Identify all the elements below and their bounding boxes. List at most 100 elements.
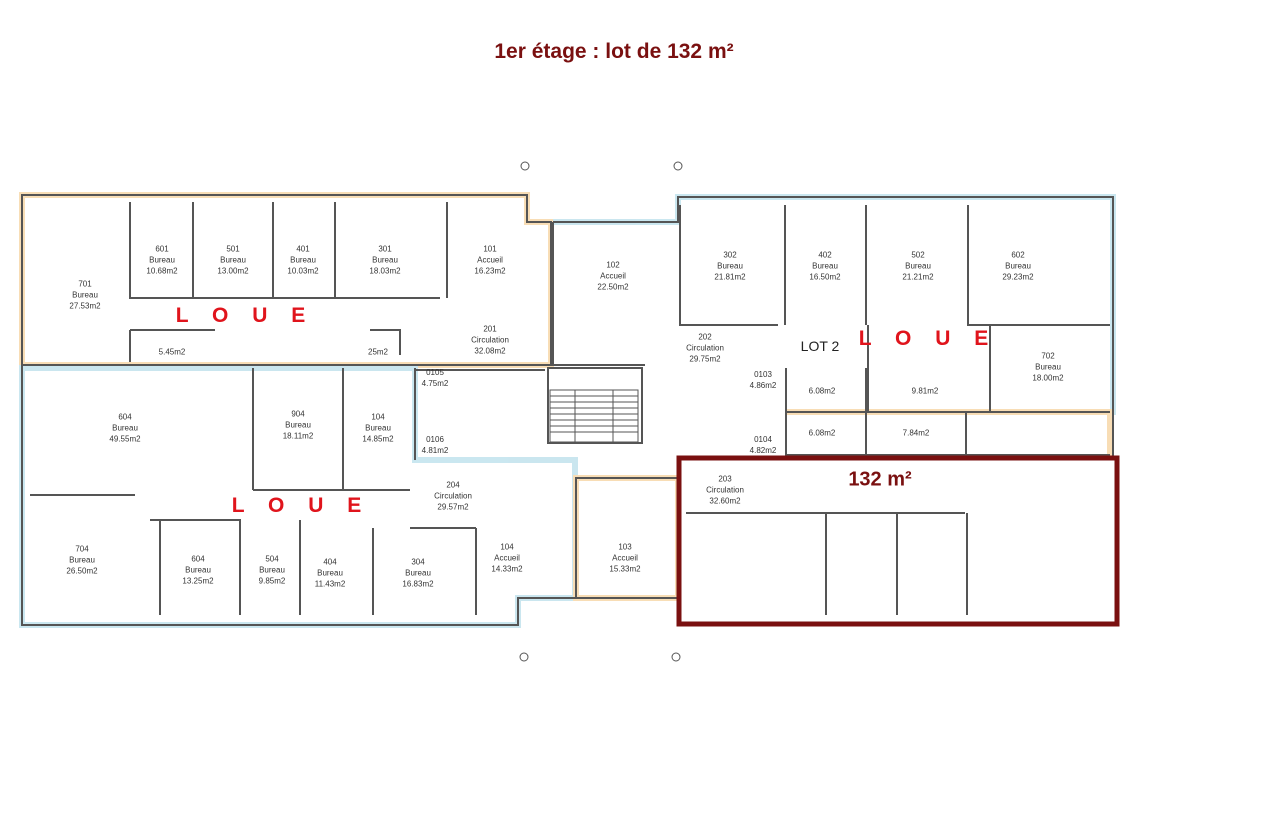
plan-title: 1er étage : lot de 132 m² bbox=[494, 40, 734, 63]
room-area: 32.08m2 bbox=[474, 346, 506, 356]
room-num: 302 bbox=[723, 250, 737, 260]
room-num: 502 bbox=[911, 250, 925, 260]
room-area: 9.81m2 bbox=[911, 386, 939, 396]
room-type: Accueil bbox=[494, 553, 520, 563]
room-area: 27.53m2 bbox=[69, 301, 101, 311]
room-area: 10.03m2 bbox=[287, 266, 319, 276]
room-num: 0103 bbox=[754, 370, 772, 379]
room-area: 29.57m2 bbox=[437, 502, 469, 512]
room-num: 904 bbox=[291, 409, 305, 419]
room-type: Bureau bbox=[112, 423, 138, 433]
room-area: 4.81m2 bbox=[421, 446, 449, 455]
room-num: 102 bbox=[606, 260, 620, 270]
room-label: 5.45m2 bbox=[159, 347, 186, 358]
room-type: Bureau bbox=[905, 261, 931, 271]
room-type: Bureau bbox=[285, 420, 311, 430]
room-type: Bureau bbox=[372, 255, 398, 265]
room-num: 404 bbox=[323, 557, 337, 567]
walls bbox=[21, 194, 1114, 626]
room-num: 704 bbox=[75, 544, 89, 554]
room-num: 204 bbox=[446, 480, 460, 490]
room-area: 10.68m2 bbox=[146, 266, 178, 276]
room-num: 501 bbox=[226, 244, 240, 254]
room-area: 4.86m2 bbox=[749, 381, 777, 390]
room-area: 13.25m2 bbox=[182, 576, 214, 586]
room-num: 103 bbox=[618, 542, 632, 552]
room-area: 21.21m2 bbox=[902, 272, 934, 282]
rented-label-top-right: L O U E bbox=[858, 327, 998, 350]
room-area: 16.50m2 bbox=[809, 272, 841, 282]
room-label: 0103 4.86m2 bbox=[750, 369, 777, 391]
room-area: 26.50m2 bbox=[66, 566, 98, 576]
room-area: 32.60m2 bbox=[709, 496, 741, 506]
lot-2-label: LOT 2 bbox=[800, 338, 840, 354]
room-type: Bureau bbox=[317, 568, 343, 578]
room-area: 18.11m2 bbox=[282, 431, 314, 441]
room-type: Accueil bbox=[477, 255, 503, 265]
room-area: 18.03m2 bbox=[369, 266, 401, 276]
tint-103 bbox=[573, 475, 681, 601]
room-area: 4.82m2 bbox=[749, 446, 777, 455]
room-area: 14.85m2 bbox=[362, 434, 394, 444]
room-area: 6.08m2 bbox=[808, 428, 836, 438]
staircase bbox=[549, 389, 639, 443]
room-num: 0105 bbox=[426, 368, 444, 377]
room-type: Bureau bbox=[259, 565, 285, 575]
column-markers bbox=[519, 161, 683, 662]
room-type: Bureau bbox=[405, 568, 431, 578]
room-num: 601 bbox=[155, 244, 169, 254]
room-area: 13.00m2 bbox=[217, 266, 249, 276]
room-type: Circulation bbox=[434, 491, 472, 501]
room-num: 301 bbox=[378, 244, 392, 254]
room-area: 15.33m2 bbox=[609, 564, 641, 574]
room-area: 25m2 bbox=[367, 347, 389, 357]
room-area: 11.43m2 bbox=[314, 579, 346, 589]
room-type: Circulation bbox=[471, 335, 509, 345]
room-num: 604 bbox=[191, 554, 205, 564]
room-area: 4.75m2 bbox=[421, 379, 449, 388]
room-type: Bureau bbox=[812, 261, 838, 271]
room-label: 6.08m2 bbox=[809, 428, 836, 439]
room-area: 16.23m2 bbox=[474, 266, 506, 276]
room-area: 49.55m2 bbox=[109, 434, 141, 444]
room-area: 6.08m2 bbox=[808, 386, 836, 396]
room-num: 101 bbox=[483, 244, 497, 254]
room-type: Bureau bbox=[220, 255, 246, 265]
room-type: Bureau bbox=[290, 255, 316, 265]
room-area: 29.23m2 bbox=[1002, 272, 1034, 282]
lot-132-outline bbox=[676, 455, 1120, 627]
room-type: Accueil bbox=[600, 271, 626, 281]
room-type: Circulation bbox=[686, 343, 724, 353]
room-label: 9.81m2 bbox=[912, 386, 939, 397]
room-type: Circulation bbox=[706, 485, 744, 495]
room-area: 16.83m2 bbox=[402, 579, 434, 589]
room-type: Bureau bbox=[717, 261, 743, 271]
room-num: 201 bbox=[483, 324, 497, 334]
room-num: 104 bbox=[371, 412, 385, 422]
room-num: 602 bbox=[1011, 250, 1025, 260]
room-num: 604 bbox=[118, 412, 132, 422]
room-area: 29.75m2 bbox=[689, 354, 721, 364]
